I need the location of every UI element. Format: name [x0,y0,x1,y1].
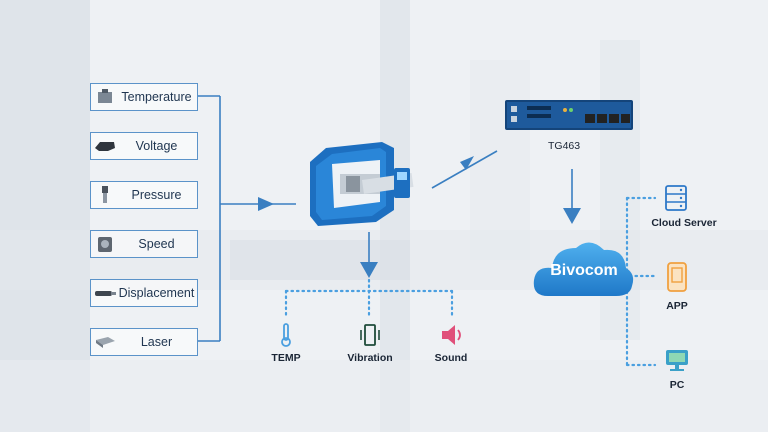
voltage-sensor-icon [95,142,115,151]
monitor-icon [666,350,688,371]
sensor-pressure: Pressure [90,181,198,209]
thermometer-icon [281,323,291,347]
sensor-temperature: Temperature [90,83,198,111]
vibration-icon [360,324,380,346]
cloud-label: Bivocom [550,262,618,279]
smartphone-icon [667,262,687,292]
sensor-speed: Speed [90,230,198,258]
sensor-label: Speed [138,237,175,251]
temperature-sensor-icon [98,89,112,103]
monitor-vibration-label: Vibration [347,352,393,364]
endpoint-app-label: APP [666,300,688,312]
arrow-to-cloud [563,208,581,224]
router-icon [505,100,633,130]
sensor-label: Voltage [135,139,178,153]
arrow-to-monitors [360,262,378,278]
monitor-temp-label: TEMP [271,352,301,364]
sensing-device [310,142,414,226]
sensor-label: Temperature [121,90,192,104]
sensor-label: Pressure [131,188,182,202]
sensor-label: Laser [140,335,173,349]
sensor-displacement: Displacement [90,279,198,307]
speaker-icon [442,325,461,345]
endpoint-pc-label: PC [669,379,685,391]
endpoint-server-label: Cloud Server [651,217,717,229]
cloud-icon [533,242,634,296]
laser-sensor-icon [96,337,115,348]
arrow-to-device [258,197,274,211]
sensor-label: Displacement [118,286,195,300]
arrow-to-router [460,156,474,170]
displacement-sensor-icon [95,291,116,296]
pressure-sensor-icon [102,186,108,203]
monitor-sound-label: Sound [434,352,468,364]
server-icon [665,185,687,211]
sensor-voltage: Voltage [90,132,198,160]
speed-sensor-icon [98,237,112,252]
router-label: TG463 [548,140,581,152]
sensor-laser: Laser [90,328,198,356]
